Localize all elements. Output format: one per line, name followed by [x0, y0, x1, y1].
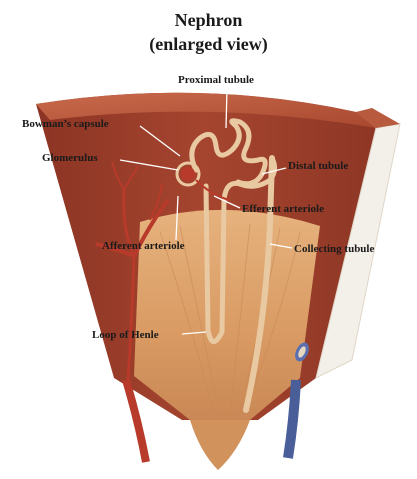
label-collecting-tubule: Collecting tubule [294, 243, 374, 255]
label-distal-tubule: Distal tubule [288, 160, 348, 172]
label-afferent-arteriole: Afferent arteriole [102, 240, 185, 252]
label-efferent-arteriole: Efferent arteriole [242, 203, 324, 215]
label-glomerulus: Glomerulus [42, 152, 98, 164]
glomerulus-knot [181, 167, 195, 181]
label-bowmans-capsule: Bowman’s capsule [22, 118, 109, 130]
papilla-tip [190, 420, 250, 470]
label-proximal-tubule: Proximal tubule [178, 74, 254, 86]
label-loop-of-henle: Loop of Henle [92, 329, 159, 341]
